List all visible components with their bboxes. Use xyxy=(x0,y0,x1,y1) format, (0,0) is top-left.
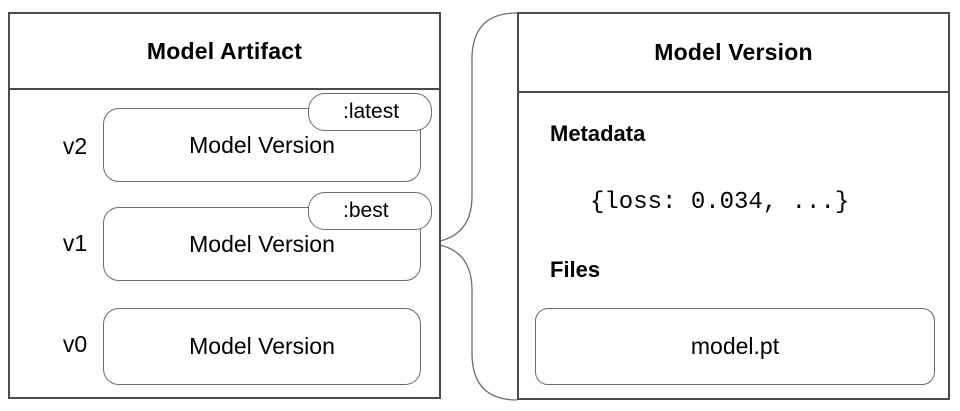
model-version-box-v1: Model Version xyxy=(103,207,421,281)
version-label-v1: v1 xyxy=(62,230,88,256)
model-version-box-v2-text: Model Version xyxy=(189,131,335,158)
file-box-model-pt: model.pt xyxy=(535,308,935,385)
model-version-box-v1-text: Model Version xyxy=(189,230,335,257)
model-version-box-v0-text: Model Version xyxy=(189,333,335,359)
metadata-heading: Metadata xyxy=(550,121,646,146)
alias-pill-best: :best xyxy=(308,192,432,230)
model-artifact-panel-title: Model Artifact xyxy=(10,14,439,90)
alias-pill-latest-text: :latest xyxy=(343,100,400,123)
model-version-detail-panel-title: Model Version xyxy=(519,14,948,93)
file-box-model-pt-text: model.pt xyxy=(690,333,780,359)
alias-pill-best-text: :best xyxy=(343,199,389,222)
version-label-v0: v0 xyxy=(62,331,88,357)
model-version-box-v0: Model Version xyxy=(103,308,421,385)
version-label-v2: v2 xyxy=(62,133,88,159)
alias-pill-latest: :latest xyxy=(308,93,432,131)
files-heading: Files xyxy=(550,257,601,282)
metadata-value: {loss: 0.034, ...} xyxy=(590,189,850,216)
